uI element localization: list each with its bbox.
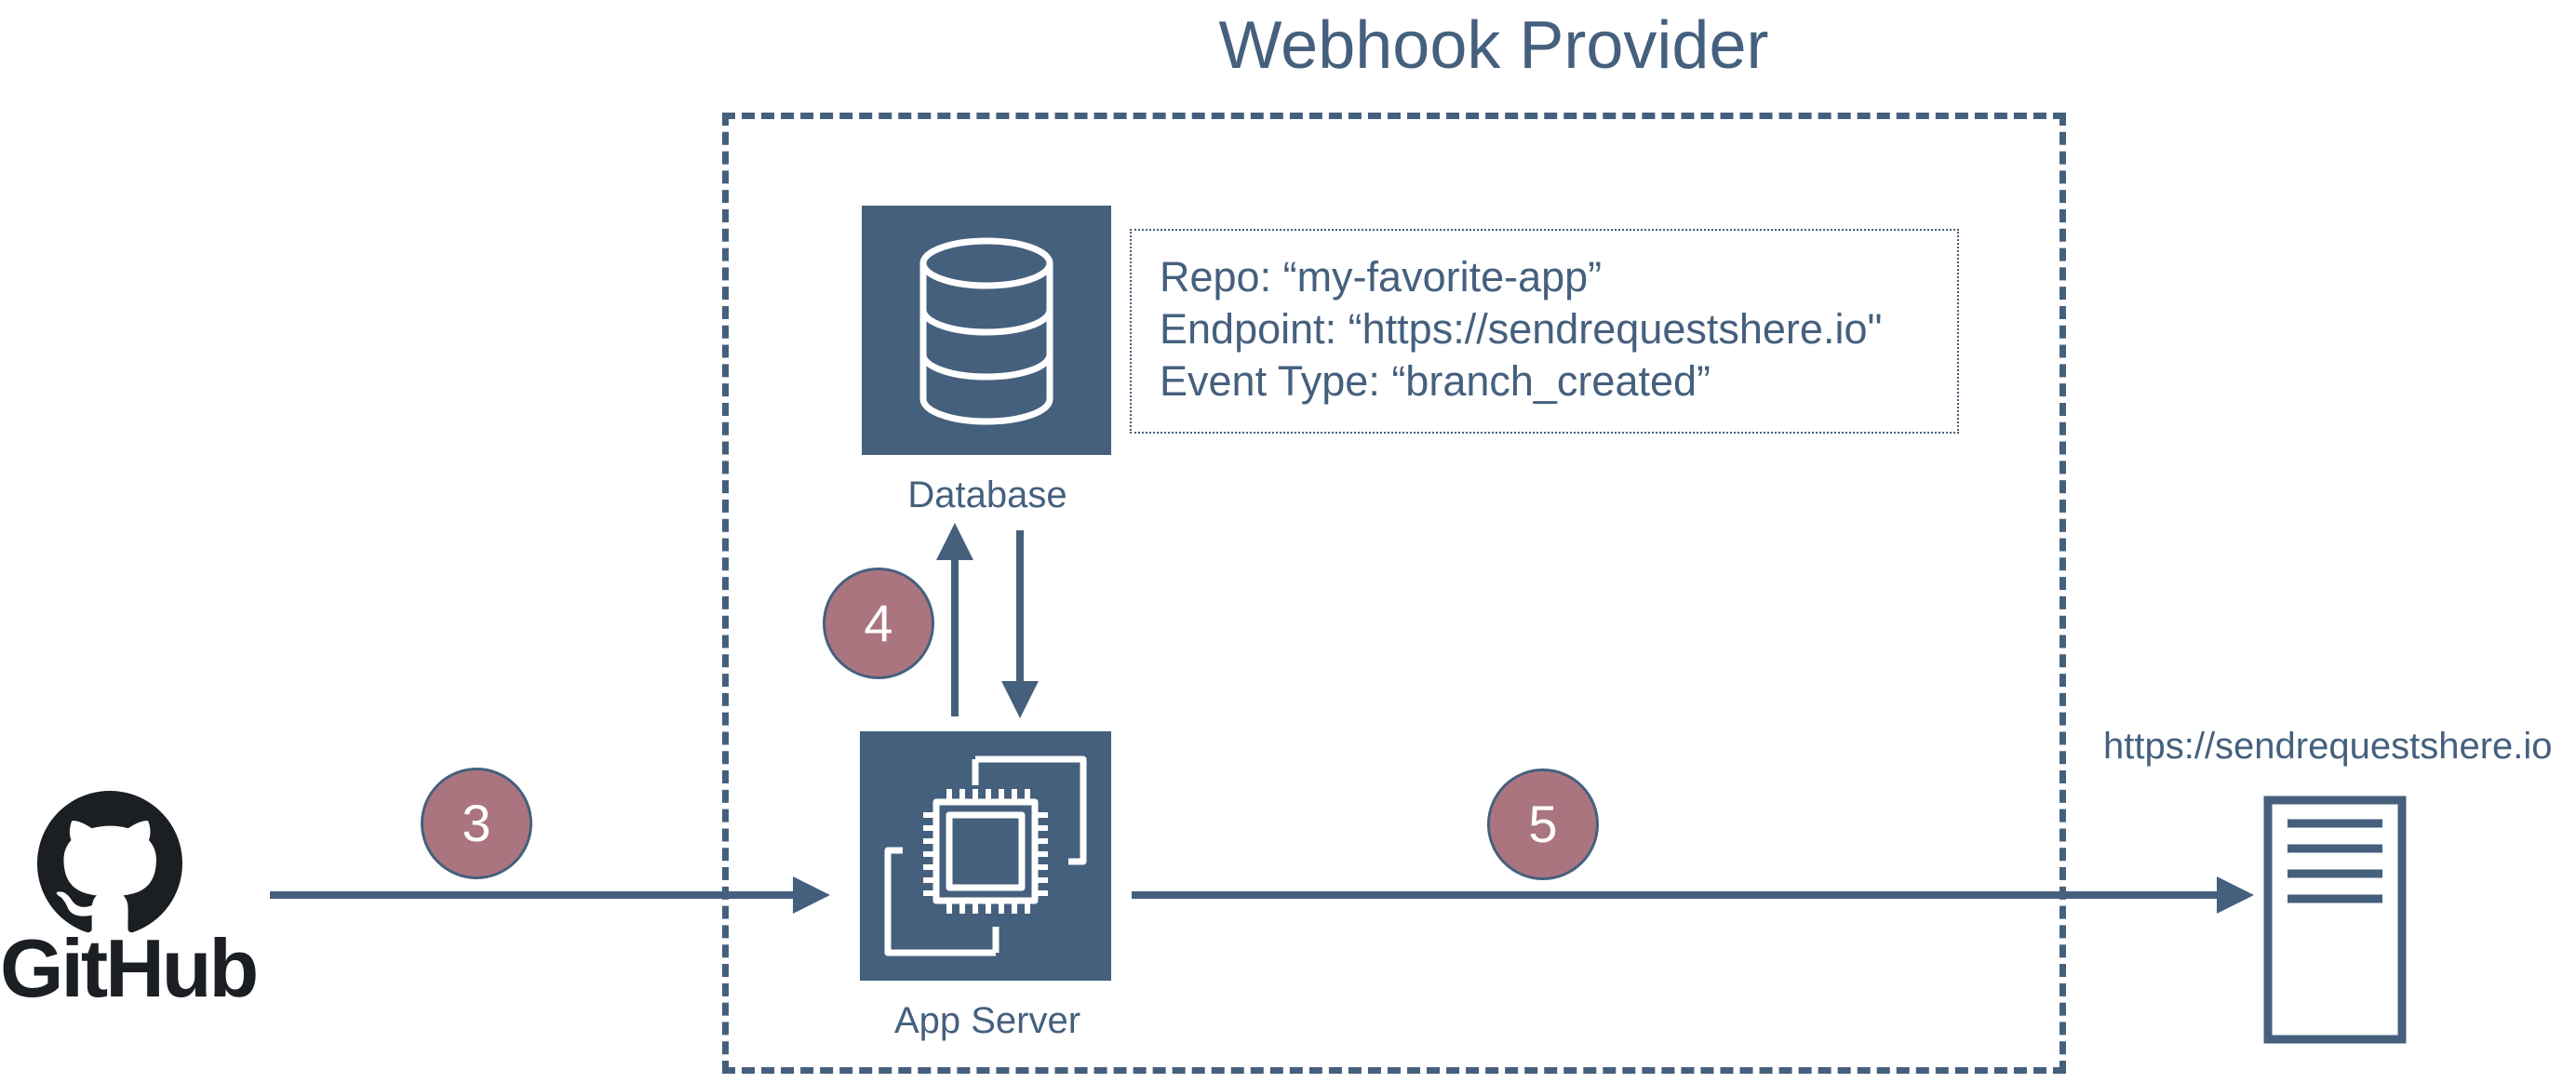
info-endpoint: Endpoint: “https://sendrequestshere.io" [1160, 305, 1883, 353]
info-repo: Repo: “my-favorite-app” [1160, 253, 1603, 301]
database-glyph [919, 237, 1053, 425]
arrowhead-github-to-app [793, 876, 830, 914]
arrowhead-app-to-endpoint [2217, 876, 2254, 914]
arrowhead-app-to-db [936, 523, 973, 560]
app-server-label: App Server [893, 1000, 1081, 1041]
database-icon [862, 206, 1111, 455]
github-wordmark: GitHub [0, 922, 259, 1014]
arrowhead-db-to-app [1001, 681, 1039, 718]
step-badge-4: 4 [823, 568, 934, 679]
step-badge-5: 5 [1487, 769, 1599, 880]
chip-glyph [884, 755, 1087, 956]
document-server-icon [2263, 796, 2407, 1044]
database-label: Database [907, 475, 1067, 515]
chip-icon [860, 731, 1111, 981]
info-event-type: Event Type: “branch_created” [1160, 357, 1711, 405]
webhook-provider-boundary [722, 113, 2066, 1074]
endpoint-url-label: https://sendrequestshere.io [2103, 726, 2553, 767]
github-icon [37, 791, 182, 933]
diagram-title: Webhook Provider [1218, 8, 1769, 83]
subscription-info-box: Repo: “my-favorite-app” Endpoint: “https… [1130, 229, 1959, 434]
step-badge-3: 3 [421, 768, 532, 879]
